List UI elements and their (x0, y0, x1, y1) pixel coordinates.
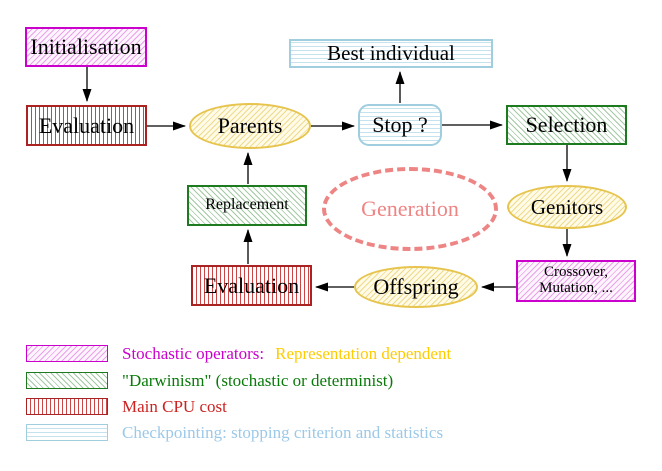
node-evaluation-top: Evaluation (26, 105, 147, 146)
legend-label-representation-dependent: Representation dependent (275, 343, 452, 363)
node-replacement: Replacement (187, 185, 307, 226)
node-parents: Parents (189, 103, 311, 149)
crossover-label-line1: Crossover, (544, 264, 608, 281)
legend-swatch-cpu-cost (26, 398, 108, 415)
legend-label-stochastic-operators: Stochastic operators: (122, 343, 265, 363)
legend-label-checkpointing: Checkpointing: stopping criterion and st… (122, 422, 444, 442)
legend-swatch-stochastic-operators (26, 345, 108, 362)
legend-label-darwinism: "Darwinism" (stochastic or determinist) (122, 370, 394, 390)
node-selection: Selection (506, 105, 627, 145)
node-crossover-mutation: Crossover, Mutation, ... (516, 260, 636, 302)
legend-swatch-checkpointing (26, 424, 108, 441)
legend-row-checkpointing: Checkpointing: stopping criterion and st… (26, 422, 444, 442)
legend-label-cpu-cost: Main CPU cost (122, 396, 227, 416)
node-best-individual: Best individual (289, 39, 493, 68)
node-offspring: Offspring (354, 266, 478, 308)
generation-loop-label: Generation (322, 167, 498, 251)
legend-row-stochastic: Stochastic operators: Representation dep… (26, 343, 452, 363)
node-stop: Stop ? (358, 104, 442, 146)
crossover-label-line2: Mutation, ... (539, 280, 613, 296)
legend-row-darwinism: "Darwinism" (stochastic or determinist) (26, 370, 394, 390)
node-genitors: Genitors (507, 185, 627, 229)
node-initialisation: Initialisation (25, 27, 147, 67)
legend-swatch-darwinism (26, 372, 108, 389)
legend-row-cpu-cost: Main CPU cost (26, 396, 227, 416)
node-evaluation-bottom: Evaluation (191, 265, 312, 306)
